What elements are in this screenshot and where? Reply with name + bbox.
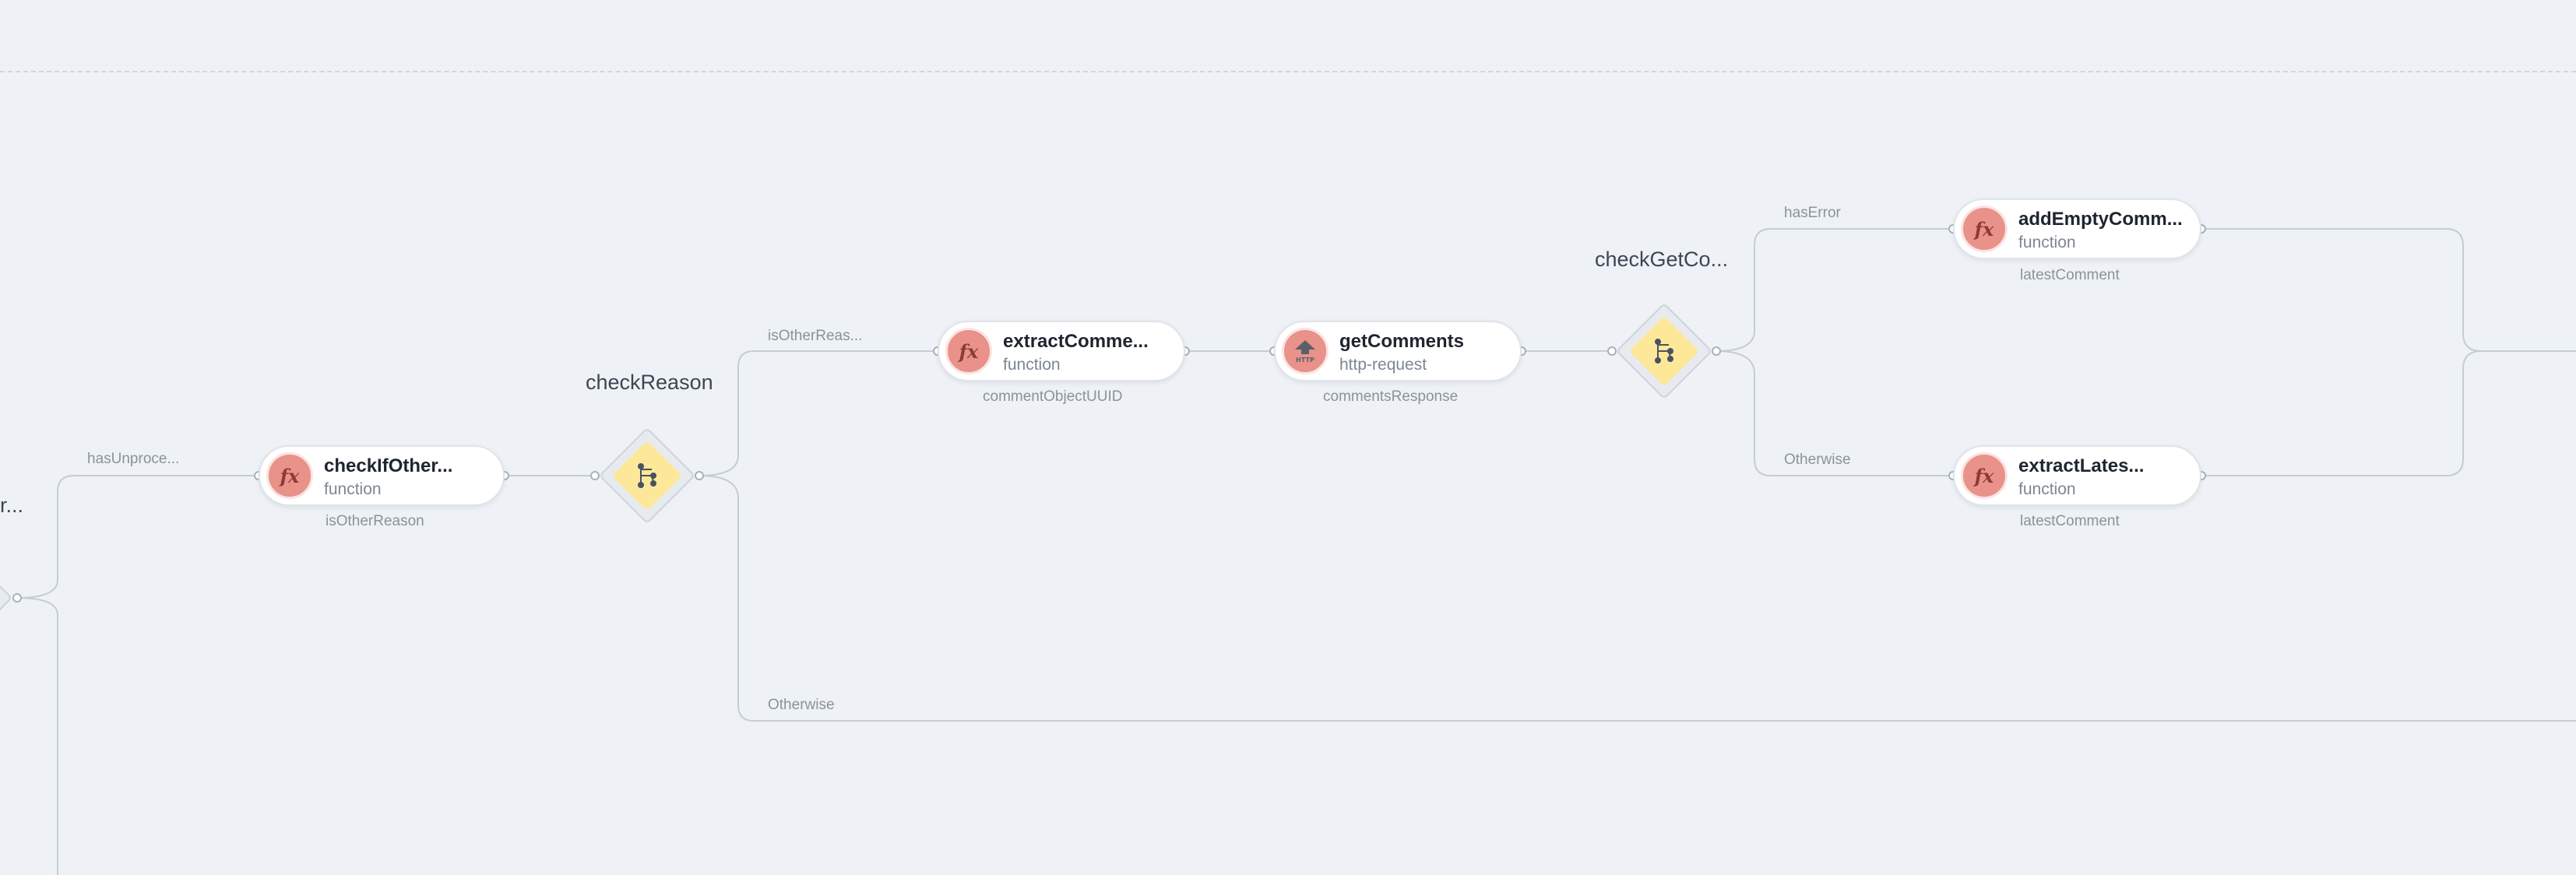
node-title: addEmptyComm... <box>2018 209 2183 230</box>
node-check-if-other[interactable]: fx checkIfOther... function <box>259 445 505 506</box>
function-icon: fx <box>266 452 313 499</box>
node-kind: function <box>324 480 382 498</box>
function-icon: fx <box>945 328 992 374</box>
edge-otherwise-comments <box>1716 350 1953 476</box>
decision-title-check-reason: checkReason <box>586 371 713 394</box>
node-title: extractComme... <box>1003 331 1149 352</box>
node-extract-latest[interactable]: fx extractLates... function <box>1953 445 2201 506</box>
edge-add-empty-merge <box>2201 228 2576 352</box>
decision-node-partial[interactable] <box>0 546 16 649</box>
edge-left-down <box>16 597 58 875</box>
node-title: getComments <box>1339 331 1465 352</box>
node-kind: function <box>2018 480 2076 498</box>
node-extract-comments[interactable]: fx extractComme... function <box>938 321 1185 381</box>
port <box>1607 346 1617 356</box>
node-kind: function <box>2018 234 2076 251</box>
node-add-empty-comment[interactable]: fx addEmptyComm... function <box>1953 199 2201 259</box>
upload-arrow-icon <box>1295 340 1315 354</box>
decision-title-check-get-comments: checkGetCo... <box>1595 248 1729 271</box>
edge-label-otherwise-comments: Otherwise <box>1784 452 1851 468</box>
node-output-label: isOtherReason <box>326 513 424 529</box>
edge-label-is-other-reason: isOtherReas... <box>768 328 863 344</box>
function-icon: fx <box>1961 206 2008 252</box>
node-output-label: latestComment <box>2020 513 2120 529</box>
node-get-comments[interactable]: HTTP getComments http-request <box>1274 321 1522 381</box>
edge-extract-latest-merge <box>2201 350 2482 476</box>
port <box>12 593 22 603</box>
decision-title-partial: r... <box>0 494 24 517</box>
lane-divider <box>0 71 2576 72</box>
edge-label-has-unprocessed: hasUnproce... <box>87 451 180 467</box>
node-kind: function <box>1003 356 1061 374</box>
node-output-label: commentObjectUUID <box>983 388 1123 405</box>
node-output-label: latestComment <box>2020 267 2120 283</box>
port <box>590 471 600 480</box>
decision-node-check-reason[interactable] <box>596 424 699 527</box>
port <box>695 471 704 480</box>
edge-otherwise-reason <box>699 475 2576 722</box>
decision-frame <box>0 549 13 647</box>
branch-icon <box>1655 339 1673 364</box>
node-title: checkIfOther... <box>324 455 453 476</box>
port <box>1712 346 1721 356</box>
edge-label-has-error: hasError <box>1784 205 1841 221</box>
node-kind: http-request <box>1339 356 1427 374</box>
decision-node-check-get-comments[interactable] <box>1613 300 1716 402</box>
function-icon: fx <box>1961 452 2008 499</box>
http-upload-icon: HTTP <box>1282 328 1328 374</box>
edge-label-otherwise-reason: Otherwise <box>768 697 835 713</box>
node-title: extractLates... <box>2018 455 2145 476</box>
http-label: HTTP <box>1296 357 1314 364</box>
node-output-label: commentsResponse <box>1323 388 1459 405</box>
edge-has-error <box>1716 228 1953 352</box>
edge-is-other-reason <box>699 350 938 476</box>
edge-has-unprocessed <box>16 475 259 599</box>
branch-icon <box>638 463 656 488</box>
